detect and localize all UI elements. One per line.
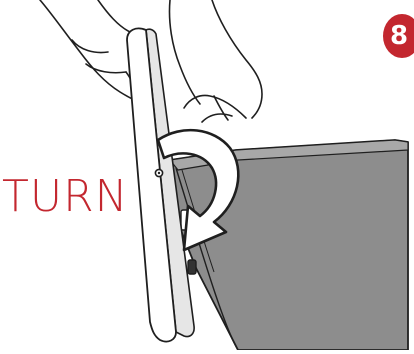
panel <box>170 140 408 350</box>
front-hand <box>169 0 262 122</box>
step-badge: 8 <box>383 14 414 58</box>
turn-label: TURN <box>2 175 129 219</box>
step-number: 8 <box>390 23 408 49</box>
